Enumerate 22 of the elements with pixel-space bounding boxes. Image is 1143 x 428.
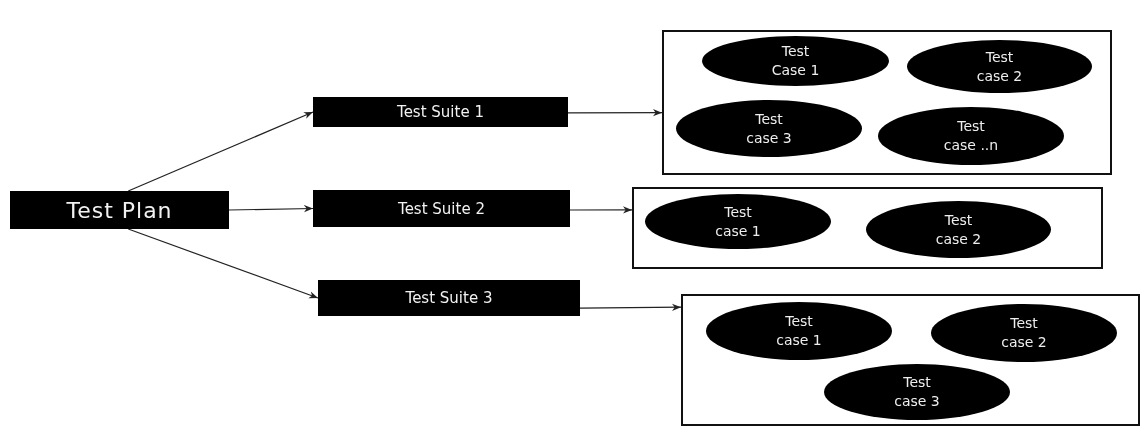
container-box <box>662 30 1112 175</box>
container-box <box>681 294 1140 426</box>
plan-box: Test Plan <box>10 191 229 229</box>
oval-label: Test case ..n <box>942 117 1000 155</box>
oval-label: Test case 2 <box>1000 314 1048 352</box>
suite-box: Test Suite 3 <box>318 280 580 316</box>
oval-label: Test case 1 <box>714 202 762 241</box>
suite-box: Test Suite 2 <box>313 190 570 227</box>
arrow <box>127 111 314 192</box>
oval-label: Test Case 1 <box>770 42 821 80</box>
oval-label: Test case 3 <box>745 109 793 148</box>
container-box <box>632 187 1103 269</box>
arrow <box>228 205 314 213</box>
oval-label: Test case 3 <box>893 373 941 411</box>
arrow <box>567 109 663 117</box>
arrow <box>127 228 319 299</box>
arrow <box>579 303 682 311</box>
oval-label: Test case 2 <box>975 47 1024 86</box>
suite-box: Test Suite 1 <box>313 97 568 127</box>
arrow <box>569 206 633 214</box>
oval-label: Test case 1 <box>775 312 823 350</box>
oval-label: Test case 2 <box>934 210 983 249</box>
